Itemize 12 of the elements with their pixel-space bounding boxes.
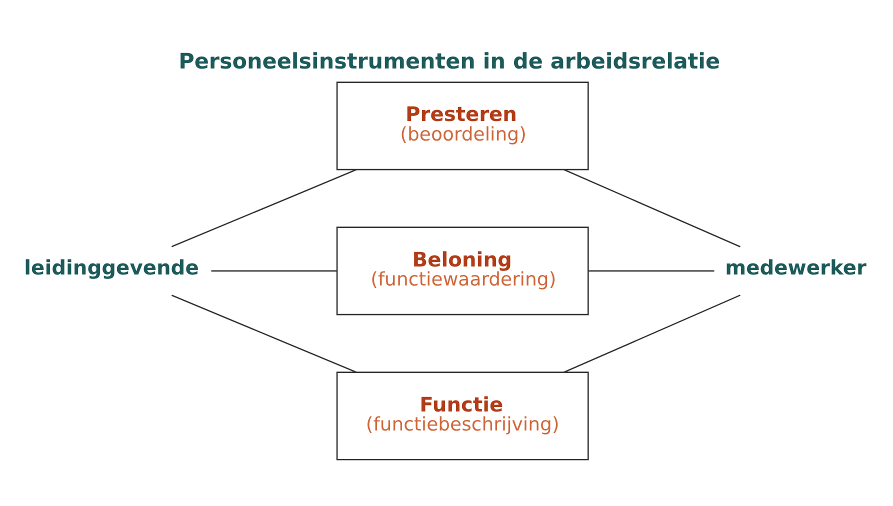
connector bbox=[564, 294, 740, 372]
node-text: medewerker bbox=[725, 254, 866, 279]
connector bbox=[588, 270, 714, 272]
node-text: leidinggevende bbox=[24, 254, 199, 279]
connector bbox=[171, 168, 357, 247]
node-box: Presteren (beoordeling) bbox=[336, 81, 589, 170]
node-box: Beloning (functiewaardering) bbox=[336, 226, 589, 315]
diagram-title: Personeelsinstrumenten in de arbeidsrelatie bbox=[178, 49, 720, 74]
connector bbox=[171, 294, 357, 372]
connector bbox=[564, 168, 740, 247]
connector bbox=[211, 270, 337, 272]
node-box: Functie (functiebeschrijving) bbox=[336, 371, 589, 460]
